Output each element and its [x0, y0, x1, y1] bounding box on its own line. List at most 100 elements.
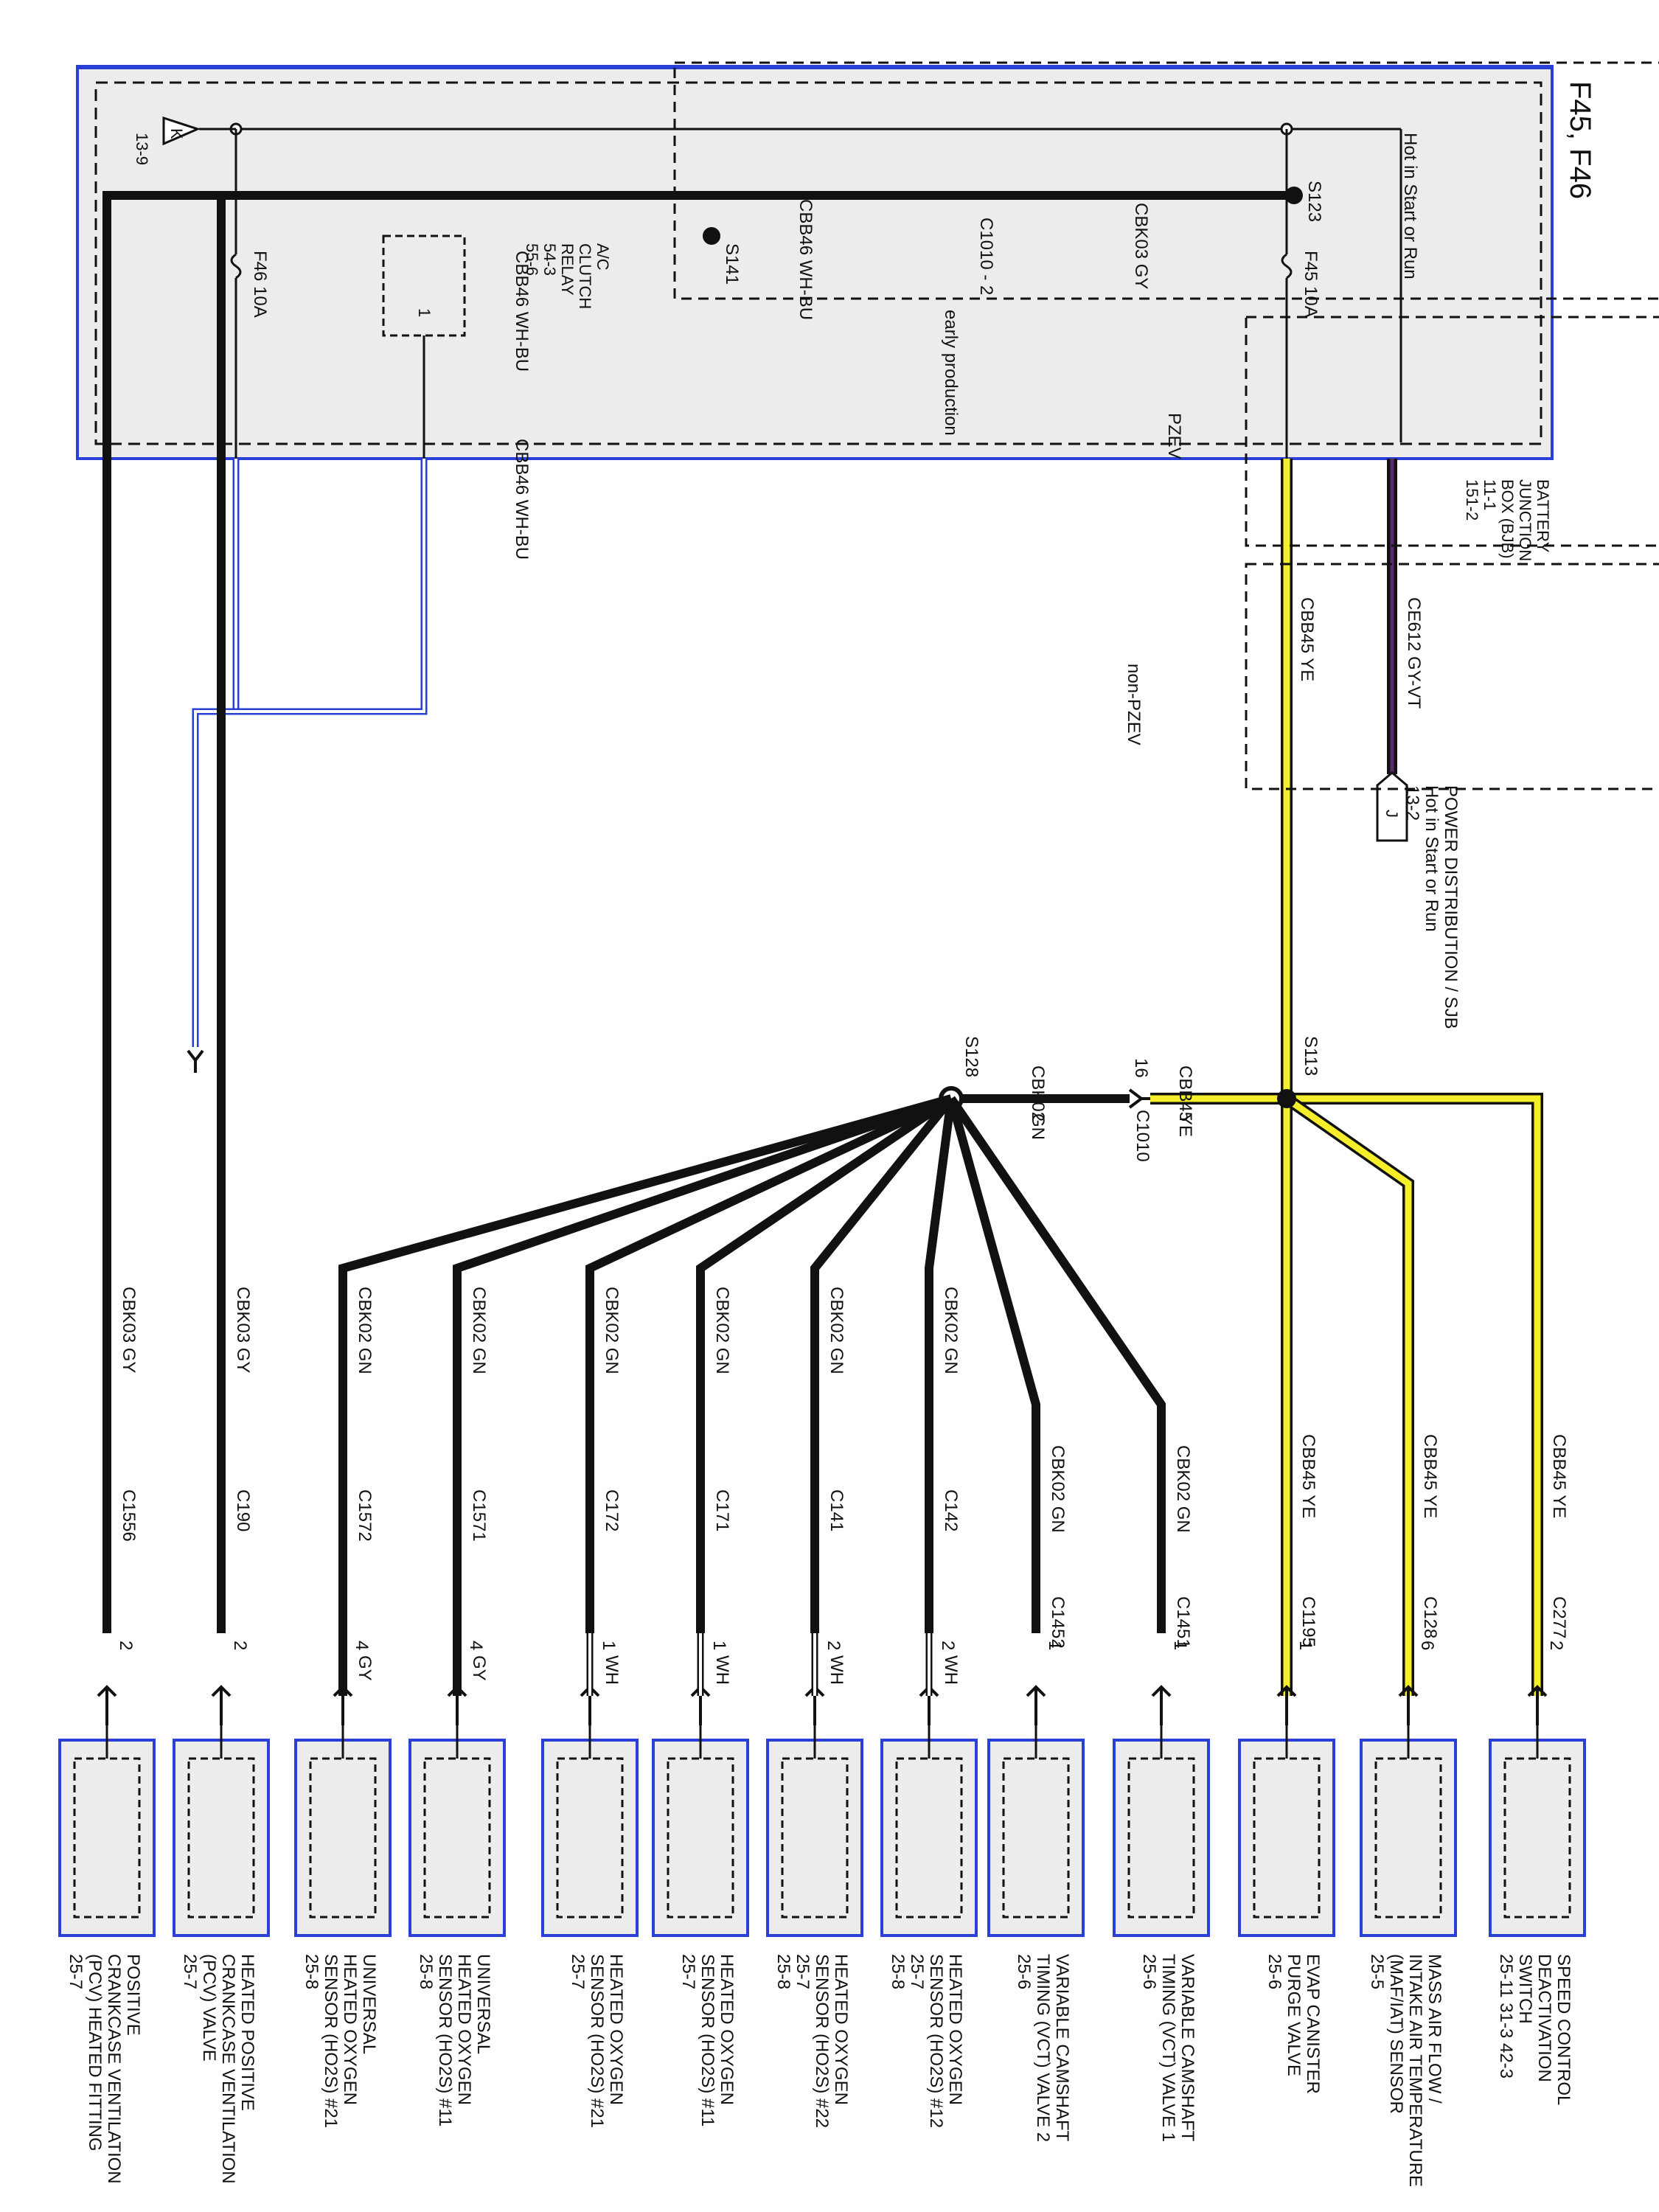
component-name-6-line-2: 25-7 — [793, 1954, 813, 1989]
pigtail-label-8: WH — [602, 1655, 622, 1685]
component-name-4-line-0: VARIABLE CAMSHAFT — [1052, 1954, 1072, 2142]
c1010-pin: 16 — [1131, 1058, 1151, 1078]
component-name-0-line-3: 25-11 31-3 42-3 — [1496, 1954, 1516, 2079]
connector-icon-12 — [97, 1685, 117, 1725]
splice-s128-label: S128 — [961, 1036, 981, 1077]
pigtail-label-6: WH — [827, 1655, 846, 1685]
group-nonpzev — [1245, 563, 1659, 790]
connector-icon-0 — [1527, 1685, 1548, 1725]
relay-label-line-0: A/C — [594, 243, 612, 271]
connector-pin-7: 1 — [709, 1641, 729, 1650]
component-name-5-line-2: 25-7 — [907, 1954, 927, 1989]
page-title: F45, F46 — [1564, 81, 1596, 199]
c1010-yellow-color: YE — [1175, 1113, 1195, 1137]
fuse-f46-icon — [230, 253, 242, 279]
bjb-label-line-4: 151-2 — [1463, 479, 1481, 521]
component-name-9-line-0: UNIVERSAL — [473, 1954, 493, 2054]
component-name-12-line-1: CRANKCASE VENTILATION — [104, 1954, 124, 2184]
component-name-4-line-1: TIMING (VCT) VALVE 2 — [1033, 1954, 1053, 2142]
pigtail-label-7: WH — [712, 1655, 732, 1685]
component-name-0-line-0: SPEED CONTROL — [1554, 1954, 1573, 2105]
ac-clutch-relay — [382, 234, 466, 337]
pd-label-line-2: 13-2 — [1402, 785, 1422, 821]
component-name-11-line-1: CRANKCASE VENTILATION — [218, 1954, 238, 2184]
pigtail-label-9: GY — [469, 1655, 489, 1681]
bjb-label-line-3: 11-1 — [1481, 479, 1499, 510]
component-name-3-line-1: TIMING (VCT) VALVE 1 — [1158, 1954, 1178, 2142]
wire-label-8: CBK02 GN — [602, 1287, 622, 1374]
component-name-11-line-2: (PCV) VALVE — [199, 1954, 219, 2062]
ground-letter: K — [167, 128, 186, 139]
connector-pin-10: 4 — [352, 1641, 372, 1650]
bjb-dashed — [94, 81, 1543, 445]
component-name-8-line-2: 25-7 — [568, 1954, 588, 1989]
connector-pin-5: 2 — [938, 1641, 958, 1650]
connector-icon-4 — [1026, 1685, 1046, 1725]
component-name-4-line-2: 25-6 — [1014, 1954, 1034, 1989]
bjb-label-line-0: BATTERY — [1534, 479, 1552, 553]
relay-pin: 1 — [415, 308, 434, 317]
component-name-10-line-0: UNIVERSAL — [359, 1954, 379, 2054]
component-name-7-line-2: 25-7 — [678, 1954, 698, 1989]
connector-icon-3 — [1151, 1685, 1172, 1725]
component-name-3-line-0: VARIABLE CAMSHAFT — [1178, 1954, 1197, 2142]
connector-label-9: C1571 — [469, 1489, 489, 1542]
connector-pin-8: 1 — [599, 1641, 619, 1650]
fuse-f45-label: F45 10A — [1301, 251, 1321, 318]
connector-pin-3: 1 — [1170, 1641, 1190, 1650]
component-name-8-line-0: HEATED OXYGEN — [606, 1954, 626, 2105]
wire-label-7: CBK02 GN — [712, 1287, 732, 1374]
component-name-12-line-3: 25-7 — [66, 1954, 86, 1989]
component-name-3-line-2: 25-6 — [1139, 1954, 1159, 1989]
s128-wire: CBK02 — [1028, 1065, 1048, 1121]
wire-ce612-label: CE612 GY-VT — [1404, 597, 1424, 709]
component-name-5-line-3: 25-8 — [888, 1954, 908, 1989]
component-name-1-line-0: MASS AIR FLOW / — [1425, 1954, 1444, 2104]
wire-cbk03-label: CBK03 GY — [1131, 203, 1151, 289]
component-name-10-line-2: SENSOR (HO2S) #21 — [321, 1954, 341, 2128]
connector-label-5: C142 — [941, 1489, 961, 1531]
connector-icon-2 — [1276, 1685, 1297, 1725]
connector-pin-4: 1 — [1045, 1641, 1065, 1650]
component-name-6-line-1: SENSOR (HO2S) #22 — [812, 1954, 832, 2128]
component-name-6-line-3: 25-8 — [773, 1954, 793, 1989]
wire-label-2: CBB45 YE — [1298, 1434, 1318, 1518]
component-name-1-line-1: INTAKE AIR TEMPERATURE — [1405, 1954, 1425, 2187]
component-name-11-line-3: 25-7 — [180, 1954, 200, 1989]
component-name-9-line-1: HEATED OXYGEN — [454, 1954, 474, 2105]
relay-label-line-3: 54-3 — [540, 243, 559, 276]
component-name-6-line-0: HEATED OXYGEN — [831, 1954, 851, 2105]
ground-code: 13-9 — [133, 133, 151, 165]
wire-label-12: CBK03 GY — [119, 1287, 139, 1373]
connector-label-2: C1195 — [1298, 1596, 1318, 1647]
connector-pin-1: 6 — [1417, 1641, 1437, 1650]
wire-cbb45-trunk-label: CBB45 YE — [1297, 597, 1317, 681]
component-name-5-line-0: HEATED OXYGEN — [945, 1954, 965, 2105]
component-name-0-line-1: DEACTIVATION — [1534, 1954, 1554, 2082]
pigtail-label-5: WH — [941, 1655, 961, 1685]
wire-label-11: CBK03 GY — [233, 1287, 253, 1373]
connector-icon-1 — [1398, 1685, 1419, 1725]
c1010-yellow-wire: CBB45 — [1175, 1065, 1195, 1121]
bjb-hot-label: Hot in Start or Run — [1400, 133, 1420, 279]
connector-pin-12: 2 — [116, 1641, 136, 1650]
connector-label-1: C128 — [1420, 1596, 1440, 1638]
component-name-1-line-3: 25-5 — [1367, 1954, 1387, 1989]
component-name-10-line-1: HEATED OXYGEN — [340, 1954, 360, 2105]
relay-label-line-1: CLUTCH — [576, 243, 594, 309]
